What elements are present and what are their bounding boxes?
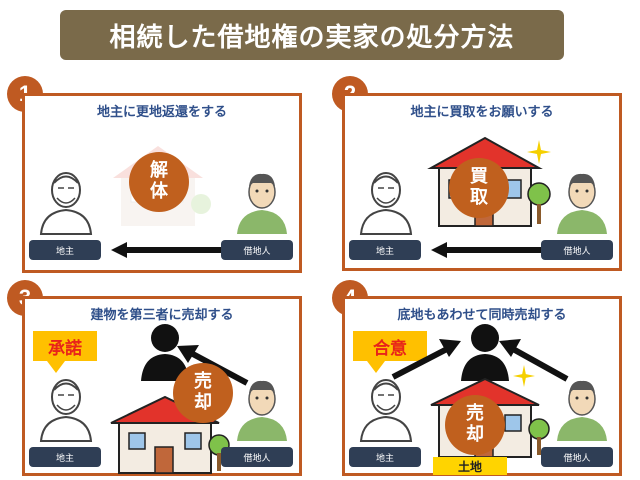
- panel-landowner-purchase: 地主に買取をお願いする 地主 借地人 買 取: [342, 93, 622, 271]
- tenant-label: 借地人: [541, 447, 613, 467]
- panel-title: 地主に更地返還をする: [96, 105, 227, 120]
- panel-title: 地主に買取をお願いする: [410, 105, 554, 120]
- consent-callout: 承諾: [33, 331, 97, 373]
- badge-line-2: 却: [466, 424, 484, 445]
- tenant-icon: [557, 380, 607, 441]
- tenant-label: 借地人: [221, 240, 293, 260]
- panel-sell-together: 底地もあわせて同時売却する 合意 土地: [342, 296, 622, 476]
- badge-line-1: 買: [470, 166, 488, 188]
- house-icon: [110, 395, 230, 474]
- badge-line-1: 売: [466, 403, 484, 425]
- arrow-to-landowner: [111, 242, 221, 258]
- arrow-tenant-to-buyer: [499, 339, 569, 382]
- landowner-icon: [359, 172, 413, 235]
- panel-title: 底地もあわせて同時売却する: [397, 308, 567, 323]
- landowner-label: 地主: [29, 240, 101, 260]
- badge-line-2: 取: [470, 187, 488, 208]
- badge-line-1: 売: [194, 371, 212, 393]
- badge-line-2: 却: [194, 392, 212, 413]
- tenant-label: 借地人: [221, 447, 293, 467]
- panel-sell-to-third-party: 建物を第三者に売却する 承諾 地主 借地人 売 却: [22, 296, 302, 476]
- demolish-badge: 解 体: [129, 152, 189, 212]
- tenant-icon: [237, 380, 287, 441]
- landowner-label: 地主: [349, 447, 421, 467]
- badge-line-1: 解: [150, 160, 168, 182]
- purchase-badge: 買 取: [449, 158, 509, 218]
- panel-return-land: 地主に更地返還をする 地主 借地人 解 体: [22, 93, 302, 273]
- landowner-icon: [359, 379, 413, 442]
- sparkle-icon: [527, 140, 551, 164]
- tenant-icon: [237, 173, 287, 234]
- tenant-label: 借地人: [541, 240, 613, 260]
- landowner-label: 地主: [349, 240, 421, 260]
- sale-badge: 売 却: [445, 395, 505, 455]
- panel-title: 建物を第三者に売却する: [90, 308, 234, 323]
- arrow-to-landowner: [431, 242, 541, 258]
- badge-line-2: 体: [150, 181, 168, 202]
- arrow-landowner-to-buyer: [391, 339, 461, 380]
- buyer-icon: [141, 324, 189, 381]
- landowner-icon: [39, 379, 93, 442]
- landowner-icon: [39, 172, 93, 235]
- sale-badge: 売 却: [173, 363, 233, 423]
- buyer-icon: [461, 324, 509, 381]
- sparkle-icon: [513, 365, 535, 387]
- page-title: 相続した借地権の実家の処分方法: [60, 10, 564, 60]
- land-label: 土地: [433, 457, 507, 475]
- tenant-icon: [557, 173, 607, 234]
- landowner-label: 地主: [29, 447, 101, 467]
- agreement-callout: 合意: [353, 331, 427, 373]
